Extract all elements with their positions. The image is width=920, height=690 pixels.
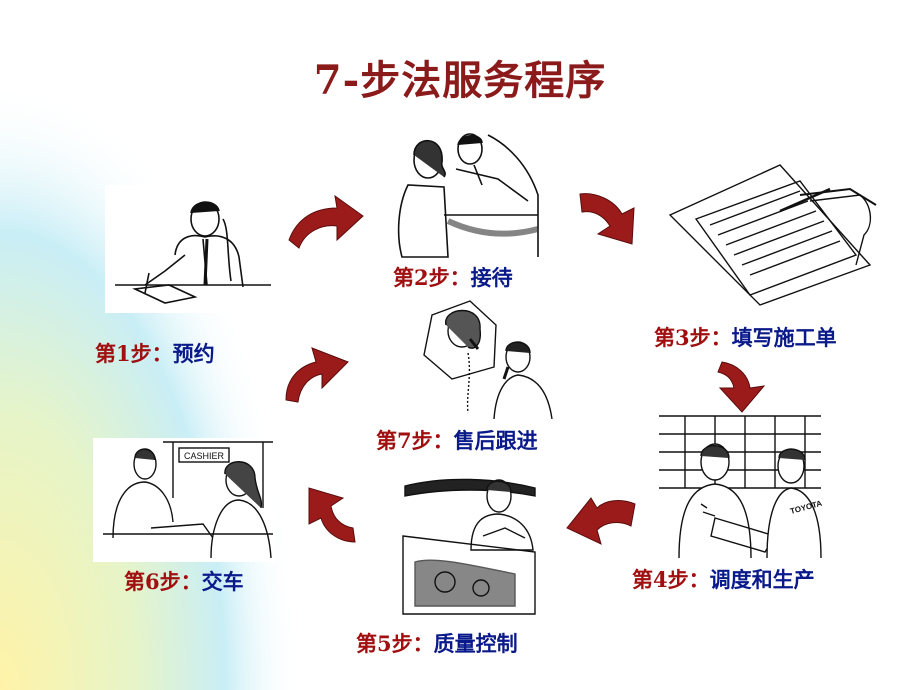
step-number: 第2步：: [393, 265, 471, 290]
step-number: 第1步：: [95, 341, 173, 366]
step-name: 售后跟进: [453, 428, 538, 453]
step-number: 第6步：: [124, 569, 202, 594]
arrow-step6-to-step7: [285, 347, 349, 403]
step-2-label: 第2步：接待: [393, 262, 513, 292]
step-name: 接待: [470, 265, 513, 290]
step-2-illustration: [378, 125, 548, 260]
step-name: 填写施工单: [731, 325, 837, 350]
step-name: 交车: [201, 569, 244, 594]
step-7-label: 第7步：售后跟进: [376, 425, 538, 455]
arrow-step3-to-step4: [717, 361, 766, 413]
cashier-sign-text: CASHIER: [184, 451, 225, 461]
step-number: 第3步：: [654, 325, 732, 350]
page-title: 7-步法服务程序: [313, 57, 607, 104]
step-name: 预约: [172, 341, 215, 366]
arrow-step1-to-step2: [288, 194, 364, 249]
step-6-illustration: CASHIER: [93, 438, 275, 562]
step-1-illustration: [105, 185, 275, 313]
step-name: 调度和生产: [709, 567, 815, 592]
step-name: 质量控制: [433, 631, 518, 656]
step-number: 第4步：: [632, 567, 710, 592]
step-4-illustration: TOYOTA: [655, 412, 825, 560]
step-5-illustration: [395, 466, 543, 616]
step-6-label: 第6步：交车: [124, 566, 244, 596]
arrow-step2-to-step3: [579, 193, 635, 245]
step-3-illustration: [660, 155, 882, 310]
arrow-step4-to-step5: [566, 497, 636, 545]
step-number: 第7步：: [376, 428, 454, 453]
step-1-label: 第1步：预约: [95, 338, 215, 368]
step-number: 第5步：: [356, 631, 434, 656]
arrow-step5-to-step6: [308, 487, 356, 543]
step-3-label: 第3步：填写施工单: [654, 322, 837, 352]
step-7-illustration: [412, 295, 560, 419]
step-5-label: 第5步：质量控制: [356, 628, 518, 658]
step-4-label: 第4步：调度和生产: [632, 564, 815, 594]
